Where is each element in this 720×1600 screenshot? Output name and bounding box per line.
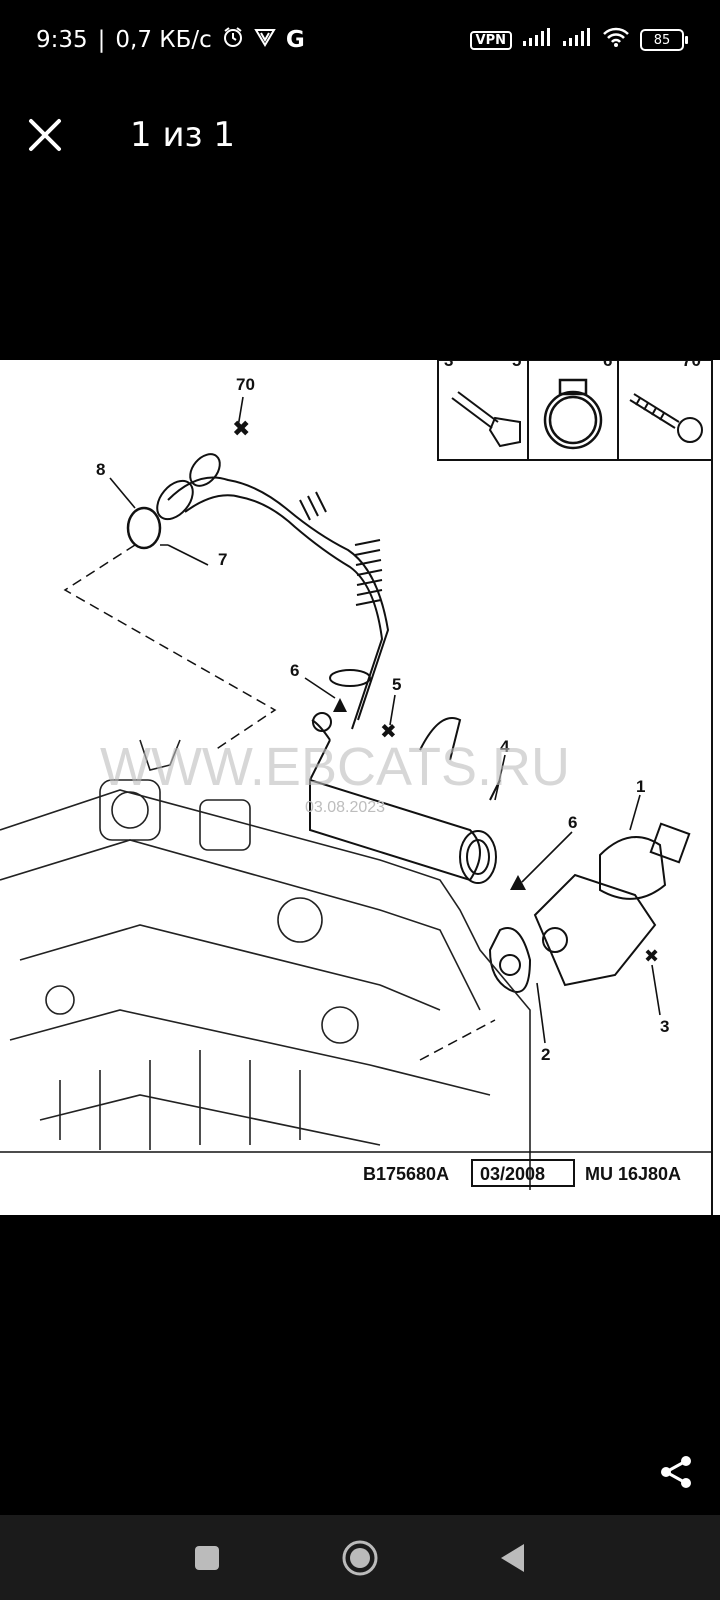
signal-icon	[522, 27, 552, 53]
dashed-leaders	[63, 544, 496, 1061]
part-label: 70	[236, 375, 255, 394]
part-leaders	[109, 396, 661, 1044]
battery-level: 85	[653, 32, 671, 48]
legend-label: 3	[444, 360, 453, 370]
share-button[interactable]	[650, 1446, 702, 1498]
drawing-code: B175680A	[363, 1164, 449, 1184]
status-time: 9:35	[36, 27, 88, 53]
drawing-model: MU 16J80A	[585, 1164, 681, 1184]
watermark-text: WWW.EBCATS.RU	[100, 737, 570, 797]
legend-label: 5	[512, 360, 521, 370]
image-counter: 1 из 1	[130, 115, 236, 155]
bolt-drawing	[451, 391, 521, 448]
legend-label: 6	[603, 360, 612, 370]
status-bar: 9:35 | 0,7 КБ/с G VPN 85	[0, 0, 720, 80]
part-label: 4	[500, 737, 510, 756]
part-label: 8	[96, 460, 105, 479]
part-label: 2	[541, 1045, 550, 1064]
circle-icon	[342, 1540, 378, 1575]
watermark-date: 03.08.2023	[305, 799, 385, 816]
battery-icon: 85	[640, 29, 688, 51]
seal-ring	[126, 506, 162, 550]
system-nav-bar	[0, 1515, 720, 1600]
home-button[interactable]	[330, 1528, 390, 1588]
signal-icon	[562, 27, 592, 53]
status-speed: 0,7 КБ/с	[115, 27, 212, 53]
back-button[interactable]	[483, 1528, 543, 1588]
v-shield-icon	[254, 26, 276, 54]
screw-drawing	[629, 393, 703, 443]
egr-diagram: 3 5 6 70	[0, 360, 713, 1215]
egr-valve	[533, 822, 691, 987]
egr-pipe	[156, 453, 390, 730]
part-label: 6	[290, 661, 299, 680]
part-label: 3	[660, 1017, 669, 1036]
viewer-top-bar: 1 из 1	[0, 80, 720, 190]
recents-button[interactable]	[177, 1528, 237, 1588]
close-button[interactable]	[0, 90, 90, 180]
egr-cooler	[309, 712, 501, 884]
share-icon	[661, 1456, 691, 1488]
part-label: 6	[568, 813, 577, 832]
status-separator: |	[97, 27, 106, 53]
wifi-icon	[602, 26, 630, 54]
vpn-icon: VPN	[469, 30, 512, 50]
square-icon	[194, 1545, 219, 1570]
fastener-legend: 3 5 6 70	[437, 360, 713, 461]
engine-block	[0, 739, 531, 1190]
markers: ✖ ✖ ✖	[232, 417, 659, 967]
diagram-image[interactable]: 3 5 6 70	[0, 360, 720, 1215]
legend-label: 70	[682, 360, 701, 370]
part-label: 1	[636, 777, 645, 796]
close-icon	[29, 119, 61, 151]
svg-text:✖: ✖	[232, 417, 250, 442]
alarm-icon	[222, 26, 244, 54]
part-label: 7	[218, 550, 227, 569]
status-left: 9:35 | 0,7 КБ/с G	[36, 26, 305, 54]
svg-text:✖: ✖	[380, 719, 397, 743]
gasket	[488, 927, 532, 993]
status-right: VPN 85	[469, 26, 688, 54]
g-icon: G	[285, 27, 305, 53]
triangle-back-icon	[501, 1543, 525, 1572]
clamp-drawing	[543, 378, 603, 450]
part-label: 5	[392, 675, 401, 694]
drawing-date: 03/2008	[480, 1164, 545, 1184]
svg-text:✖: ✖	[644, 946, 659, 967]
